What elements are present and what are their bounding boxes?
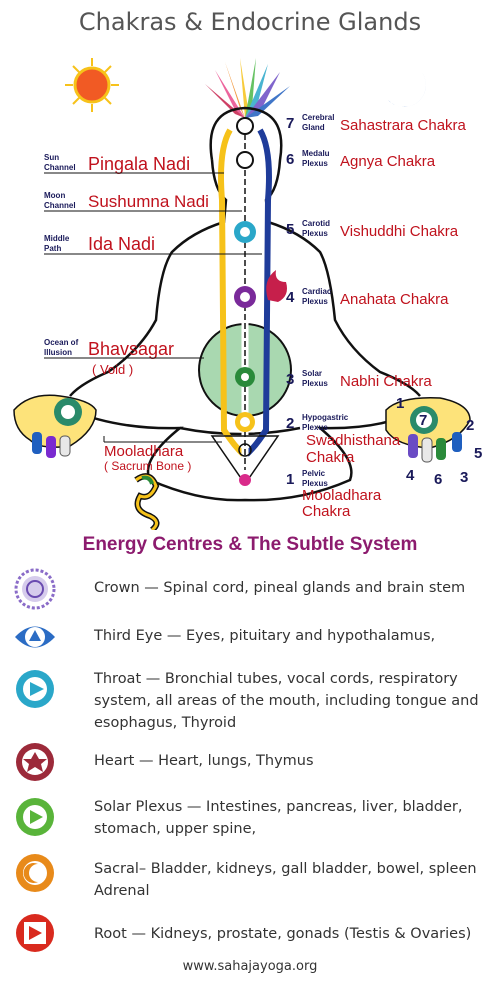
chakra-2-label-2: Chakra bbox=[306, 449, 355, 466]
anahata-center bbox=[234, 286, 256, 308]
chakra-2-small-1: Hypogastric bbox=[302, 413, 349, 422]
hand-number: 5 bbox=[474, 445, 482, 462]
sushumna-label: Sushumna Nadi bbox=[88, 192, 209, 211]
ida-small-2: Path bbox=[44, 244, 61, 253]
root-chakra-icon bbox=[16, 914, 54, 952]
sahastrara-center bbox=[236, 117, 254, 135]
chakra-5-number: 5 bbox=[286, 221, 294, 238]
chakra-5-small-2: Plexus bbox=[302, 229, 328, 238]
third-eye-chakra-icon bbox=[15, 626, 55, 648]
throat-chakra-icon bbox=[16, 670, 54, 708]
chakra-1-label-2: Chakra bbox=[302, 503, 351, 520]
chakra-4-number: 4 bbox=[286, 289, 295, 306]
footer-url[interactable]: www.sahajayoga.org bbox=[182, 959, 318, 974]
chakra-4-label: Anahata Chakra bbox=[340, 291, 449, 308]
subtle-system-diagram: Sun Channel Pingala Nadi Moon Channel Su… bbox=[13, 58, 482, 530]
hand-number: 6 bbox=[434, 471, 442, 488]
chakra-2-number: 2 bbox=[286, 415, 294, 432]
chakra-5-label: Vishuddhi Chakra bbox=[340, 223, 459, 240]
legend-text: Root — Kidneys, prostate, gonads (Testis… bbox=[94, 926, 472, 942]
mooladhara-left-label: Mooladhara bbox=[104, 443, 184, 460]
chakra-7-number: 7 bbox=[286, 115, 294, 132]
bhavsagar-small-2: Illusion bbox=[44, 348, 72, 357]
legend-text: Third Eye — Eyes, pituitary and hypothal… bbox=[94, 628, 436, 644]
solar-plexus-chakra-icon bbox=[16, 798, 54, 836]
mooladhara-left-sub: ( Sacrum Bone ) bbox=[104, 459, 191, 473]
chakra-1-label: Mooladhara bbox=[302, 487, 382, 504]
chakra-5-small-1: Carotid bbox=[302, 219, 330, 228]
chakra-6-small-1: Medalu bbox=[302, 149, 330, 158]
chakra-6-label: Agnya Chakra bbox=[340, 153, 436, 170]
heart-chakra-icon bbox=[16, 743, 54, 781]
pingala-small-2: Channel bbox=[44, 163, 76, 172]
bhavsagar-label: Bhavsagar bbox=[88, 339, 174, 359]
legend-text: Sacral– Bladder, kidneys, gall bladder, … bbox=[94, 861, 477, 899]
hand-number: 4 bbox=[406, 467, 415, 484]
crown-chakra-icon bbox=[14, 568, 56, 610]
chakra-2-small-2: Plexus bbox=[302, 423, 328, 432]
sushumna-small-2: Channel bbox=[44, 201, 76, 210]
hand-number: 3 bbox=[460, 469, 468, 486]
ida-small-1: Middle bbox=[44, 234, 70, 243]
moon-icon bbox=[388, 70, 426, 107]
chakra-6-number: 6 bbox=[286, 151, 294, 168]
legend-text: Throat — Bronchial tubes, vocal cords, r… bbox=[94, 671, 479, 731]
nabhi-center bbox=[235, 367, 255, 387]
chakra-4-small-2: Plexus bbox=[302, 297, 328, 306]
chakra-6-small-2: Plexus bbox=[302, 159, 328, 168]
chakra-3-number: 3 bbox=[286, 371, 294, 388]
agnya-center bbox=[236, 151, 254, 169]
chakra-7-small-1: Cerebral bbox=[302, 113, 334, 122]
hand-number: 2 bbox=[466, 417, 474, 434]
legend-text: Solar Plexus — Intestines, pancreas, liv… bbox=[94, 799, 463, 837]
legend-text: Heart — Heart, lungs, Thymus bbox=[94, 753, 314, 769]
chakra-3-small-2: Plexus bbox=[302, 379, 328, 388]
sun-icon bbox=[65, 58, 119, 112]
anahata-flame-icon bbox=[266, 270, 287, 302]
chakra-centers bbox=[210, 117, 287, 486]
chakra-1-small-2: Plexus bbox=[302, 479, 328, 488]
mooladhara-center bbox=[239, 474, 251, 486]
chakra-4-small-1: Cardiac bbox=[302, 287, 332, 296]
hand-numbers: 1 7 2 5 4 6 3 bbox=[396, 395, 482, 488]
hand-number: 7 bbox=[419, 412, 427, 429]
channel-labels-left: Sun Channel Pingala Nadi Moon Channel Su… bbox=[44, 153, 262, 473]
chakra-labels-right: 7 Cerebral Gland Sahastrara Chakra 6 Med… bbox=[286, 113, 467, 520]
legend-text: Crown — Spinal cord, pineal glands and b… bbox=[94, 580, 466, 596]
left-hand bbox=[13, 394, 97, 458]
chakra-7-small-2: Gland bbox=[302, 123, 325, 132]
bhavsagar-small-1: Ocean of bbox=[44, 338, 79, 347]
sacral-chakra-icon bbox=[16, 854, 54, 892]
sacrum-triangle bbox=[210, 435, 280, 486]
right-hand bbox=[385, 397, 471, 463]
sushumna-small-1: Moon bbox=[44, 191, 65, 200]
chakra-3-small-1: Solar bbox=[302, 369, 322, 378]
chakra-2-label: Swadhisthana bbox=[306, 432, 401, 449]
meditating-body-outline bbox=[69, 106, 421, 502]
pingala-small-1: Sun bbox=[44, 153, 59, 162]
bhavsagar-sub: ( Void ) bbox=[92, 362, 133, 377]
ida-label: Ida Nadi bbox=[88, 234, 155, 254]
vishuddhi-center bbox=[234, 221, 256, 243]
section-subtitle: Energy Centres & The Subtle System bbox=[82, 534, 418, 555]
page-title: Chakras & Endocrine Glands bbox=[78, 8, 422, 36]
hand-number: 1 bbox=[396, 395, 404, 412]
chakra-1-number: 1 bbox=[286, 471, 294, 488]
kundalini-coil-icon bbox=[134, 473, 160, 530]
chakra-1-small-1: Pelvic bbox=[302, 469, 326, 478]
pingala-label: Pingala Nadi bbox=[88, 154, 190, 174]
swadhisthana-center bbox=[235, 412, 255, 432]
chakra-7-label: Sahastrara Chakra bbox=[340, 117, 467, 134]
chakra-3-label: Nabhi Chakra bbox=[340, 373, 432, 390]
